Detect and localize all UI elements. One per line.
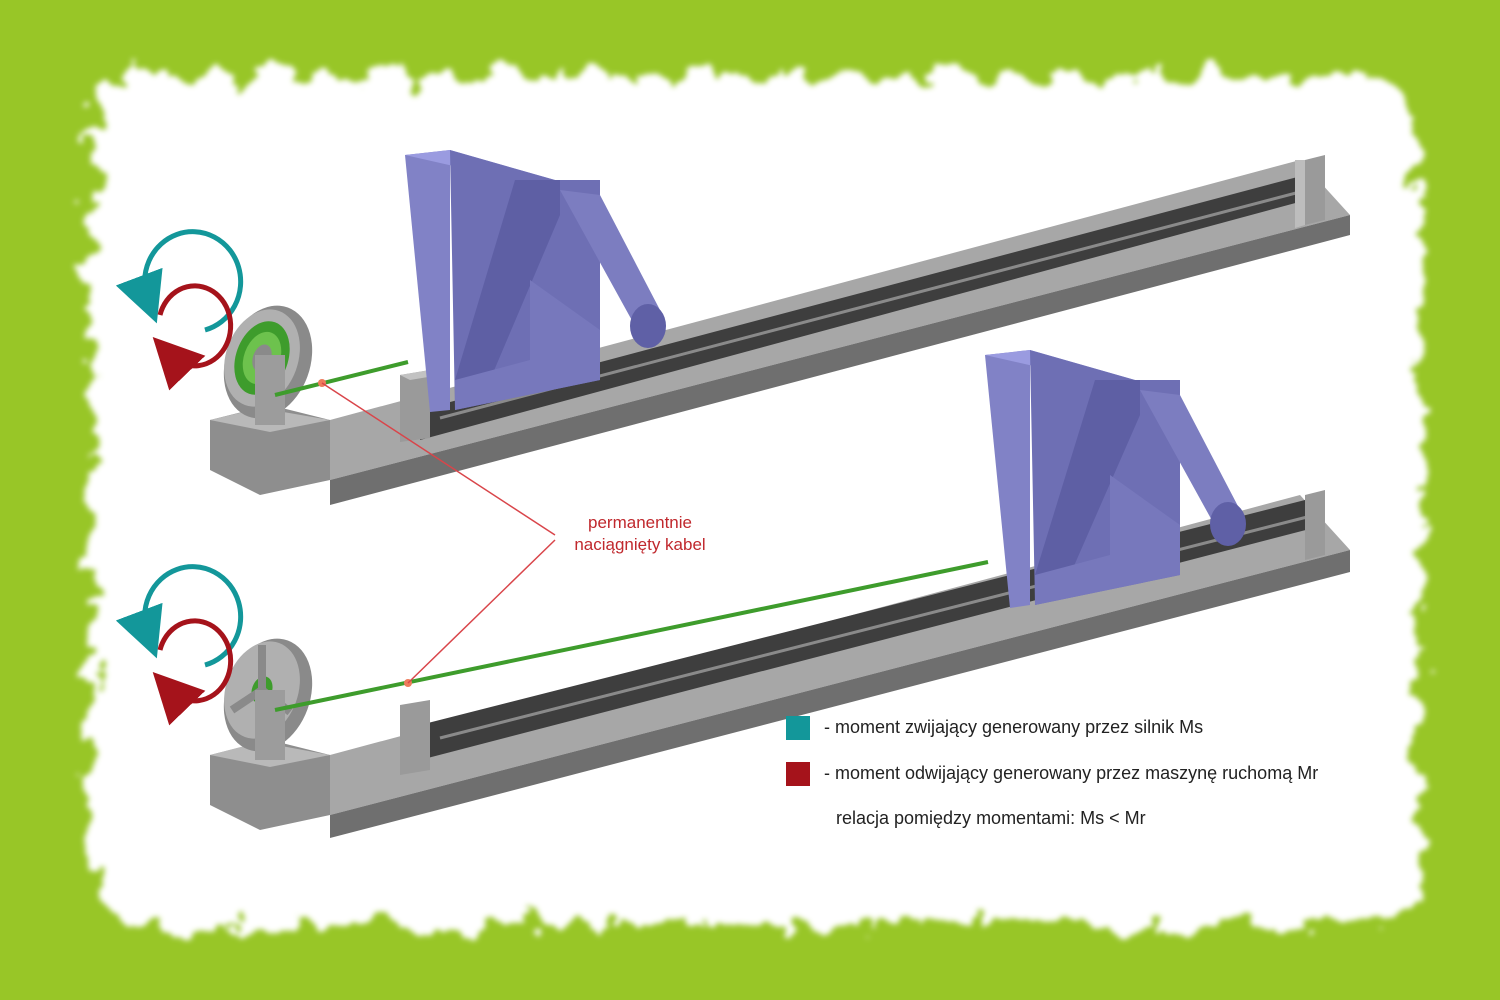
bottom-cable-drum-icon xyxy=(223,638,313,760)
callout-line-1: permanentnie xyxy=(588,513,692,532)
top-front-post xyxy=(400,370,430,442)
top-end-post xyxy=(1305,155,1325,225)
top-rotation-arrows-icon xyxy=(115,229,244,391)
legend-text-mr: - moment odwijający generowany przez mas… xyxy=(824,763,1319,783)
bottom-moving-machine xyxy=(985,350,1246,608)
bottom-rotation-arrows-icon xyxy=(115,564,244,726)
legend-text-ms: - moment zwijający generowany przez siln… xyxy=(824,717,1204,737)
top-cable xyxy=(274,360,409,397)
bottom-front-post xyxy=(400,700,430,775)
bottom-rail-front-face xyxy=(330,550,1350,838)
bottom-scene xyxy=(115,350,1350,838)
top-moving-machine xyxy=(405,150,666,412)
relation-text: relacja pomiędzy momentami: Ms < Mr xyxy=(836,808,1146,828)
top-rail-front-face xyxy=(330,215,1350,505)
swatch-mr xyxy=(786,762,810,786)
top-motor-block-front xyxy=(210,405,330,495)
top-scene xyxy=(115,150,1350,505)
top-rail-groove xyxy=(420,175,1325,440)
legend-relation: relacja pomiędzy momentami: Ms < Mr xyxy=(836,808,1146,829)
swatch-ms xyxy=(786,716,810,740)
callout-line-2: naciągnięty kabel xyxy=(574,535,706,554)
bottom-cable xyxy=(274,560,989,712)
callout-lines xyxy=(321,382,556,684)
bottom-motor-block-front xyxy=(210,740,330,830)
callout-label: permanentnie naciągnięty kabel xyxy=(520,512,760,556)
bottom-end-post xyxy=(1305,490,1325,560)
